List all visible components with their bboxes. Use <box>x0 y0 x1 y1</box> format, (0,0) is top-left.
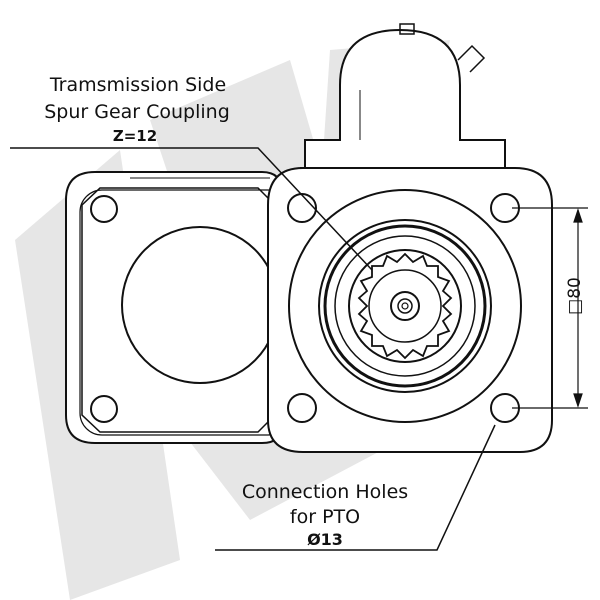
top-cap <box>300 23 510 169</box>
coupling-label-line2: Spur Gear Coupling <box>44 101 230 123</box>
holes-label-diameter: Ø13 <box>307 530 343 549</box>
coupling-label-line1: Tramsmission Side <box>49 74 227 96</box>
left-flange <box>65 171 291 444</box>
holes-label-line1: Connection Holes <box>241 481 409 503</box>
gear-coupling <box>288 189 522 423</box>
leader-lines <box>10 147 496 551</box>
dimension-label: □80 <box>565 277 585 315</box>
holes-label-line2: for PTO <box>289 506 361 528</box>
dimension-80 <box>512 207 588 409</box>
coupling-label-teeth: Z=12 <box>112 127 158 145</box>
